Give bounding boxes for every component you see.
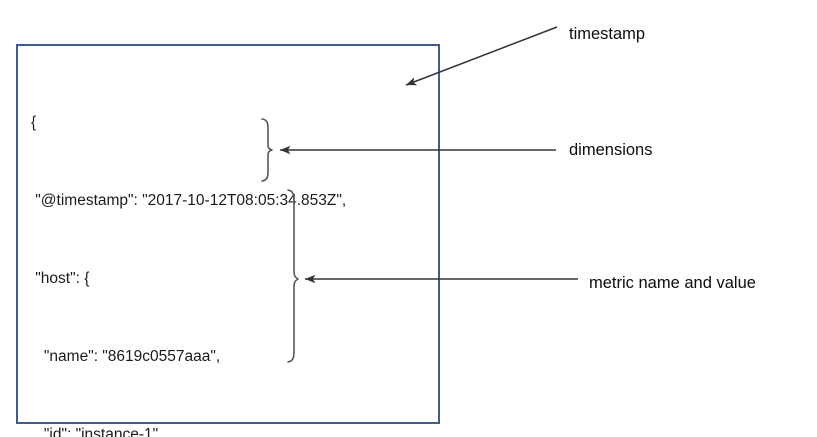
- annotation-label-metric: metric name and value: [589, 274, 756, 292]
- json-code-listing: { "@timestamp": "2017-10-12T08:05:34.853…: [31, 58, 431, 437]
- json-line-host-id: "id": "instance-1": [31, 426, 159, 437]
- json-line-timestamp: "@timestamp": "2017-10-12T08:05:34.853Z"…: [31, 192, 347, 209]
- json-document-box: [16, 44, 440, 424]
- json-line-host-open: "host": {: [31, 270, 90, 287]
- annotation-label-dimensions: dimensions: [569, 141, 653, 159]
- json-line: {: [31, 114, 37, 131]
- annotation-label-timestamp: timestamp: [569, 25, 646, 43]
- json-line-host-name: "name": "8619c0557aaa",: [31, 348, 221, 365]
